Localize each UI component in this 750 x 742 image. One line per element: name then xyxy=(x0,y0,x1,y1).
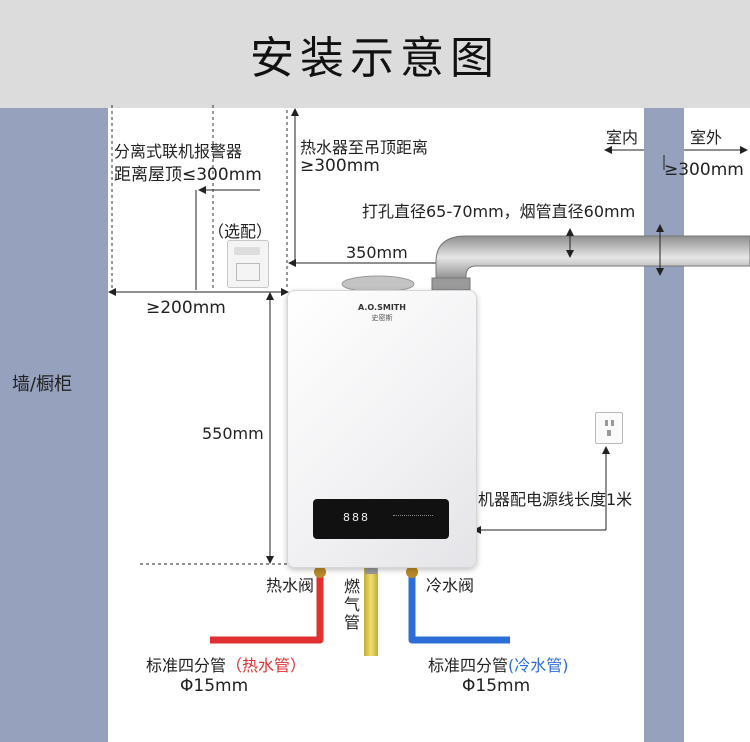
panel-display: 888 xyxy=(343,511,370,524)
cold-pipe-type: (冷水管) xyxy=(508,656,569,675)
hot-pipe-prefix: 标准四分管 xyxy=(146,656,227,675)
control-panel: 888 xyxy=(313,499,449,539)
brand-logo: A.O.SMITH xyxy=(358,303,406,312)
cold-pipe-diameter: Φ15mm xyxy=(462,676,531,696)
wall-label: 墙/橱柜 xyxy=(12,374,73,395)
distance-550-label: 550mm xyxy=(202,424,264,443)
page-title: 安装示意图 xyxy=(250,33,500,84)
hot-pipe-label: 标准四分管（热水管） xyxy=(146,652,306,676)
power-cord-label: 机器配电源线长度1米 xyxy=(478,490,633,509)
gas-alarm-device xyxy=(227,240,269,288)
hot-pipe-type: （热水管） xyxy=(226,656,307,675)
cold-pipe-prefix: 标准四分管 xyxy=(428,656,509,675)
hot-valve-label: 热水阀 xyxy=(266,576,315,595)
cold-pipe-label: 标准四分管(冷水管) xyxy=(428,652,569,676)
gas-pipe-label: 燃气管 xyxy=(344,577,361,632)
outside-distance-label: ≥300mm xyxy=(664,160,744,180)
title-bar xyxy=(0,0,750,108)
brand-cn: 史密斯 xyxy=(371,314,393,322)
alarm-optional-label: （选配） xyxy=(208,222,273,241)
distance-350-label: 350mm xyxy=(346,243,408,262)
cold-valve-label: 冷水阀 xyxy=(426,576,475,595)
ceiling-distance-label-line1: 热水器至吊顶距离 xyxy=(300,138,429,157)
room-outside-label: 室外 xyxy=(690,128,723,147)
hot-pipe-diameter: Φ15mm xyxy=(180,676,249,696)
distance-200-label: ≥200mm xyxy=(146,298,226,318)
power-socket xyxy=(595,412,623,444)
ceiling-distance-label-line2: ≥300mm xyxy=(300,156,380,176)
room-inside-label: 室内 xyxy=(606,128,639,147)
right-wall xyxy=(644,108,684,742)
alarm-label-line2: 距离屋顶≤300mm xyxy=(114,165,262,185)
left-wall xyxy=(0,108,108,742)
hole-diameter-label: 打孔直径65-70mm，烟管直径60mm xyxy=(362,202,636,221)
alarm-label-line1: 分离式联机报警器 xyxy=(114,142,243,161)
